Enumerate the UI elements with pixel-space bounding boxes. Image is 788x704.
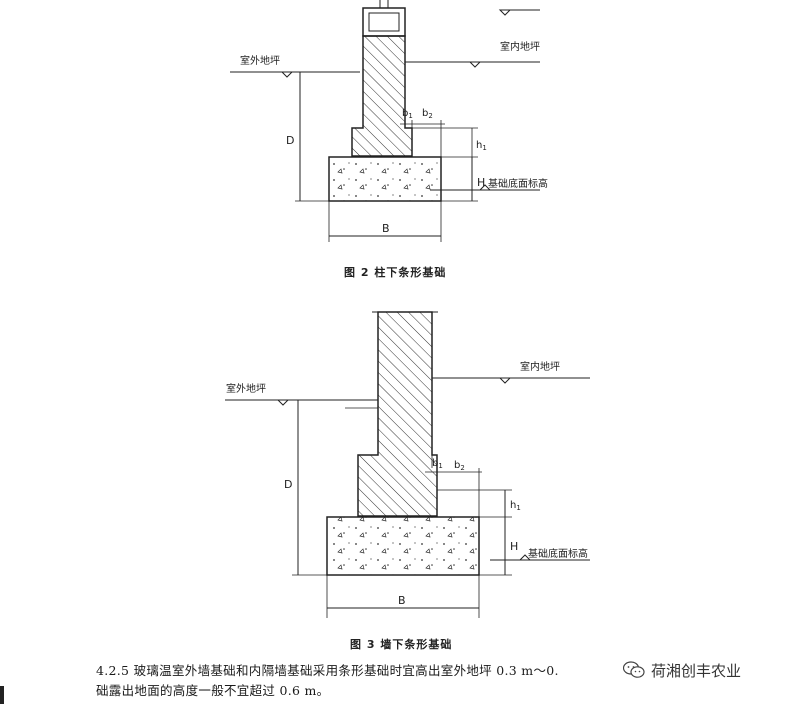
figure-3-caption: 图 3 墙下条形基础 (350, 638, 453, 651)
fig2-dim-D: D (286, 134, 294, 147)
fig2-dim-B: B (382, 222, 390, 235)
page-edge-mark (0, 686, 4, 704)
clause-4-2-5-line1: 4.2.5 玻璃温室外墙基础和内隔墙基础采用条形基础时宜高出室外地坪 0.3 m… (96, 663, 559, 678)
fig2-dim-H: H (477, 176, 485, 189)
figure-3-wall-strip-foundation: 室外地坪 室内地坪 基础底面标高 D H B h1 b1 b2 (225, 311, 590, 618)
figure-2-caption: 图 2 柱下条形基础 (344, 266, 447, 279)
fig3-dim-b1: b1 (432, 458, 443, 470)
clause-4-2-5-line2: 础露出地面的高度一般不宜超过 0.6 m。 (96, 683, 330, 698)
watermark-text: 荷湘创丰农业 (651, 661, 742, 680)
fig3-footing-bottom-label: 基础底面标高 (528, 547, 588, 560)
fig3-outdoor-grade-label: 室外地坪 (226, 382, 266, 395)
fig3-dim-B: B (398, 594, 406, 607)
fig3-dim-H: H (510, 540, 518, 553)
fig2-indoor-grade-label: 室内地坪 (500, 40, 540, 53)
fig3-indoor-grade-label: 室内地坪 (520, 360, 560, 373)
fig2-dim-h1: h1 (476, 140, 487, 152)
fig3-dim-h1: h1 (510, 500, 521, 512)
fig2-dim-b1: b1 (402, 108, 413, 120)
fig3-dim-D: D (284, 478, 292, 491)
fig2-footing-bottom-label: 基础底面标高 (488, 177, 548, 190)
fig2-outdoor-grade-label: 室外地坪 (240, 54, 280, 67)
figure-2-column-strip-foundation: 室外地坪 室内地坪 基础底面标高 D H B h1 b1 b2 (230, 0, 548, 242)
fig2-dim-b2: b2 (422, 108, 433, 120)
wechat-icon (623, 661, 645, 678)
fig3-dim-b2: b2 (454, 460, 465, 472)
wechat-watermark: 荷湘创丰农业 (623, 656, 741, 684)
